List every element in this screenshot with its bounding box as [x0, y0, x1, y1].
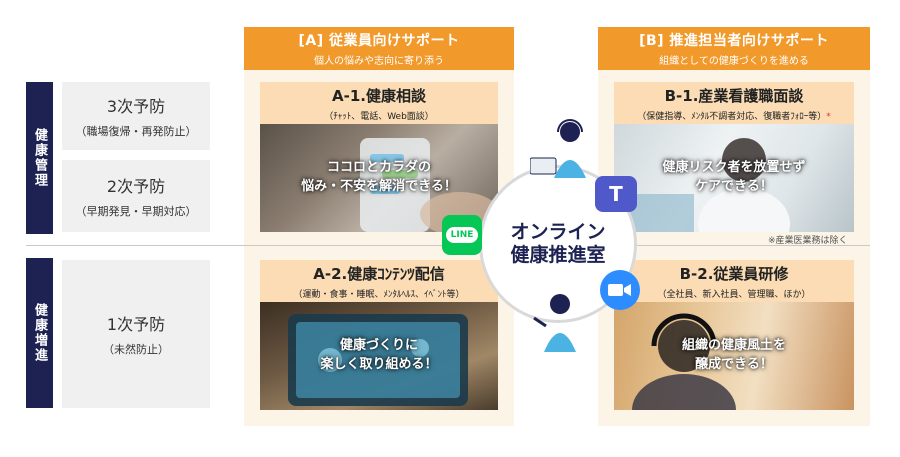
card-b1-photo: 健康リスク者を放置せず ケアできる！	[614, 124, 854, 232]
card-b1-header: B-1.産業看護職面談 （保健指導、ﾒﾝﾀﾙ不調者対応、復職者ﾌｫﾛｰ等）*	[614, 82, 854, 124]
advisor-figure	[533, 294, 576, 352]
card-benefit-line: 楽しく取り組める！	[320, 357, 438, 372]
category-bar-health-promotion: 健康増進	[26, 258, 53, 408]
prevention-title: 3次予防	[106, 97, 166, 116]
prevention-title: 1次予防	[106, 315, 166, 334]
secondary-prevention-box: 2次予防 （早期発見・早期対応）	[62, 160, 210, 232]
consultant-headset-figure	[530, 119, 586, 178]
column-b-title: [B] 推進担当者向けサポート	[639, 33, 829, 49]
line-app-label: LINE	[445, 227, 479, 243]
prevention-subtitle: （未然防止）	[103, 343, 169, 356]
card-benefit-line: 醸成できる！	[695, 357, 773, 372]
prevention-subtitle: （早期発見・早期対応）	[75, 205, 197, 218]
tablet-illustration	[288, 314, 468, 406]
tertiary-prevention-box: 3次予防 （職場復帰・再発防止）	[62, 82, 210, 150]
column-b-header: [B] 推進担当者向けサポート 組織としての健康づくりを進める	[598, 27, 870, 70]
teams-app-icon: T	[595, 176, 637, 212]
column-b-subtitle: 組織としての健康づくりを進める	[659, 56, 809, 67]
card-benefit-line: 組織の健康風土を	[681, 338, 786, 354]
card-subtitle-text: （保健指導、ﾒﾝﾀﾙ不調者対応、復職者ﾌｫﾛｰ等）	[637, 111, 827, 122]
card-subtitle: （ﾁｬｯﾄ、電話、Web面談）	[324, 111, 434, 122]
card-b2-header: B-2.従業員研修 （全社員、新入社員、管理職、ほか）	[614, 260, 854, 302]
card-subtitle: （全社員、新入社員、管理職、ほか）	[657, 289, 811, 300]
card-a2-photo: 健康づくりに 楽しく取り組める！	[260, 302, 498, 410]
card-b2-photo: 組織の健康風土を 醸成できる！	[614, 302, 854, 410]
footnote-mark: *	[826, 111, 831, 122]
teams-app-label: T	[609, 182, 623, 206]
zoom-app-icon	[600, 270, 640, 310]
prevention-subtitle: （職場復帰・再発防止）	[75, 125, 197, 138]
category-bar-label: 健康管理	[32, 128, 47, 188]
card-title: A-1.健康相談	[332, 86, 426, 105]
card-b1-footnote: ※産業医業務は除く	[768, 236, 848, 246]
headset-person-illustration	[632, 313, 736, 410]
card-title: B-2.従業員研修	[679, 264, 789, 283]
prevention-title: 2次予防	[106, 177, 166, 196]
video-camera-icon	[608, 284, 631, 296]
nurse-illustration	[624, 138, 790, 232]
card-subtitle: （保健指導、ﾒﾝﾀﾙ不調者対応、復職者ﾌｫﾛｰ等）*	[614, 109, 854, 122]
primary-prevention-box: 1次予防 （未然防止）	[62, 260, 210, 408]
category-bar-health-management: 健康管理	[26, 82, 53, 234]
card-subtitle: （運動・食事・睡眠、ﾒﾝﾀﾙﾍﾙｽ、ｲﾍﾞﾝﾄ等）	[293, 289, 465, 300]
card-benefit-line: ケアできる！	[695, 179, 773, 194]
card-benefit-line: 悩み・不安を解消できる！	[301, 179, 457, 194]
category-bar-label: 健康増進	[32, 303, 47, 363]
card-benefit-line: ココロとカラダの	[326, 160, 431, 176]
hub-title-line: 健康推進室	[510, 244, 606, 266]
card-title: B-1.産業看護職面談	[664, 86, 804, 105]
card-benefit-line: 健康づくりに	[339, 338, 418, 354]
hub-title-line: オンライン	[510, 221, 606, 244]
card-benefit-line: 健康リスク者を放置せず	[662, 160, 806, 176]
column-a-header: [A] 従業員向けサポート 個人の悩みや志向に寄り添う	[244, 27, 514, 70]
column-a-subtitle: 個人の悩みや志向に寄り添う	[314, 56, 444, 67]
column-a-title: [A] 従業員向けサポート	[298, 33, 460, 49]
line-app-icon: LINE	[442, 215, 482, 255]
card-a2-header: A-2.健康ｺﾝﾃﾝﾂ配信 （運動・食事・睡眠、ﾒﾝﾀﾙﾍﾙｽ、ｲﾍﾞﾝﾄ等）	[260, 260, 498, 302]
card-title: A-2.健康ｺﾝﾃﾝﾂ配信	[313, 264, 445, 283]
card-a1-header: A-1.健康相談 （ﾁｬｯﾄ、電話、Web面談）	[260, 82, 498, 124]
